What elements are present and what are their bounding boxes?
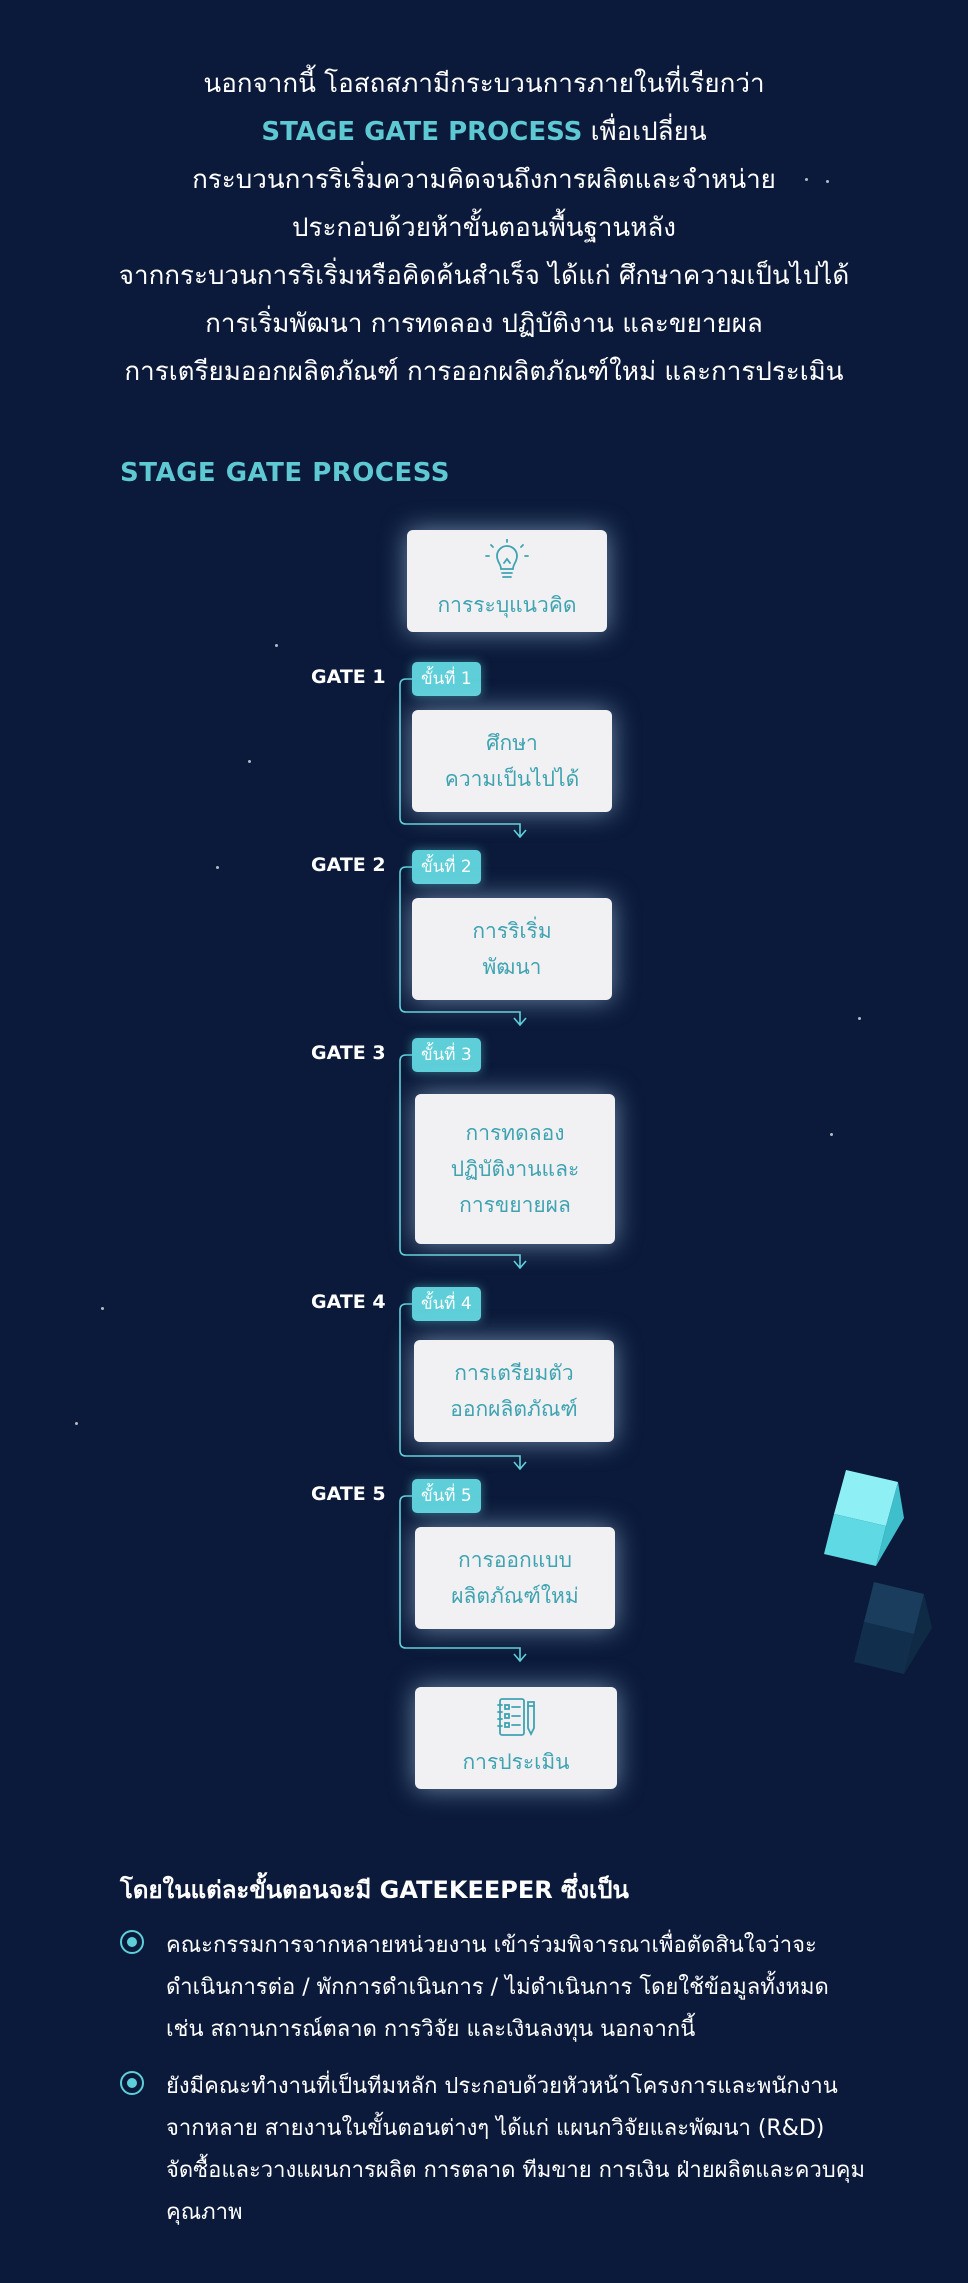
star-decoration <box>101 1307 104 1310</box>
stage-card-line: ออกผลิตภัณฑ์ <box>450 1397 578 1421</box>
connector-arrow <box>399 1303 527 1471</box>
radio-bullet-icon <box>120 2071 144 2095</box>
stage-card-line: ความเป็นไปได้ <box>444 767 580 791</box>
gatekeeper-title: โดยในแต่ละขั้นตอนจะมี GATEKEEPER ซึ่งเป็… <box>120 1876 629 1904</box>
star-decoration <box>216 866 219 869</box>
stage-card-line: การเตรียมตัว <box>454 1361 574 1385</box>
bullet-line: จากหลาย สายงานในขั้นตอนต่างๆ ได้แก่ แผนก… <box>166 2116 825 2141</box>
connector-arrow <box>399 1054 527 1270</box>
stage-card-line: ผลิตภัณฑ์ใหม่ <box>451 1584 579 1608</box>
gate-label: GATE 3 <box>311 1042 386 1064</box>
stage-card-line: การออกแบบ <box>458 1548 572 1572</box>
stage-card-label: การระบุแนวคิด <box>437 593 577 617</box>
stage-card: การเตรียมตัว ออกผลิตภัณฑ์ <box>414 1340 614 1442</box>
star-decoration <box>805 178 808 181</box>
intro-paragraph: นอกจากนี้ โอสถสภามีกระบวนการภายในที่เรีย… <box>80 60 888 396</box>
intro-line: STAGE GATE PROCESS เพื่อเปลี่ยน <box>80 108 888 156</box>
stage-card: การทดลอง ปฏิบัติงานและ การขยายผล <box>415 1094 615 1244</box>
stage-card-line: การริเริ่ม <box>472 919 552 943</box>
star-decoration <box>858 1017 861 1020</box>
intro-line: นอกจากนี้ โอสถสภามีกระบวนการภายในที่เรีย… <box>203 69 765 99</box>
step-badge: ขั้นที่ 4 <box>412 1287 481 1321</box>
step-badge: ขั้นที่ 2 <box>412 850 481 884</box>
intro-line: การเริ่มพัฒนา การทดลอง ปฏิบัติงาน และขยา… <box>205 309 763 339</box>
star-decoration <box>75 1422 78 1425</box>
intro-line: ประกอบด้วยห้าขั้นตอนพื้นฐานหลัง <box>292 213 676 243</box>
connector-arrow <box>399 866 527 1027</box>
gate-label: GATE 5 <box>311 1483 386 1505</box>
stage-card-line: ศึกษา <box>486 731 538 755</box>
step-badge: ขั้นที่ 1 <box>412 662 481 696</box>
step-badge: ขั้นที่ 5 <box>412 1479 481 1513</box>
stage-card: ศึกษา ความเป็นไปได้ <box>412 710 612 812</box>
bullet-line: ดำเนินการต่อ / พักการดำเนินการ / ไม่ดำเน… <box>166 1975 829 2000</box>
section-title: STAGE GATE PROCESS <box>120 458 451 488</box>
intro-line: การเตรียมออกผลิตภัณฑ์ การออกผลิตภัณฑ์ใหม… <box>124 357 844 387</box>
stage-card: การริเริ่ม พัฒนา <box>412 898 612 1000</box>
stage-card-idea: การระบุแนวคิด <box>407 530 607 632</box>
gate-label: GATE 1 <box>311 666 386 688</box>
intro-highlight: STAGE GATE PROCESS <box>261 117 583 147</box>
step-badge: ขั้นที่ 3 <box>412 1038 481 1072</box>
intro-line: กระบวนการริเริ่มความคิดจนถึงการผลิตและจำ… <box>192 165 776 195</box>
bullet-text: คณะกรรมการจากหลายหน่วยงาน เข้าร่วมพิจารณ… <box>166 1925 829 2051</box>
bullet-line: เช่น สถานการณ์ตลาด การวิจัย และเงินลงทุน… <box>166 2017 696 2042</box>
stage-card-line: การทดลอง <box>465 1121 565 1145</box>
bullet-line: คุณภาพ <box>166 2200 243 2225</box>
stage-card-line: พัฒนา <box>482 955 542 979</box>
gatekeeper-bullet: คณะกรรมการจากหลายหน่วยงาน เข้าร่วมพิจารณ… <box>120 1925 900 2051</box>
radio-bullet-icon <box>120 1930 144 1954</box>
star-decoration <box>826 180 829 183</box>
bullet-line: ยังมีคณะทำงานที่เป็นทีมหลัก ประกอบด้วยหั… <box>166 2074 838 2099</box>
gatekeeper-bullet: ยังมีคณะทำงานที่เป็นทีมหลัก ประกอบด้วยหั… <box>120 2066 900 2234</box>
lightbulb-icon <box>485 539 529 578</box>
intro-line-rest: เพื่อเปลี่ยน <box>582 117 707 147</box>
intro-line: จากกระบวนการริเริ่มหรือคิดค้นสำเร็จ ได้แ… <box>118 261 850 291</box>
stage-card: การออกแบบ ผลิตภัณฑ์ใหม่ <box>415 1527 615 1629</box>
bullet-line: จัดซื้อและวางแผนการผลิต การตลาด ทีมขาย ก… <box>166 2158 865 2183</box>
cube-decoration-light <box>824 1470 904 1566</box>
connector-arrow <box>399 1495 527 1663</box>
bullet-text: ยังมีคณะทำงานที่เป็นทีมหลัก ประกอบด้วยหั… <box>166 2066 865 2234</box>
stage-card-line: การขยายผล <box>459 1193 571 1217</box>
bullet-line: คณะกรรมการจากหลายหน่วยงาน เข้าร่วมพิจารณ… <box>166 1933 817 1958</box>
checklist-notebook-icon <box>497 1698 535 1737</box>
gate-label: GATE 2 <box>311 854 386 876</box>
star-decoration <box>830 1133 833 1136</box>
stage-card-line: ปฏิบัติงานและ <box>450 1157 580 1181</box>
star-decoration <box>248 760 251 763</box>
stage-card-evaluation: การประเมิน <box>415 1687 617 1789</box>
gate-label: GATE 4 <box>311 1291 386 1313</box>
cube-decoration-dark <box>854 1582 932 1674</box>
star-decoration <box>275 644 278 647</box>
stage-card-label: การประเมิน <box>462 1750 570 1774</box>
connector-arrow <box>399 678 527 839</box>
